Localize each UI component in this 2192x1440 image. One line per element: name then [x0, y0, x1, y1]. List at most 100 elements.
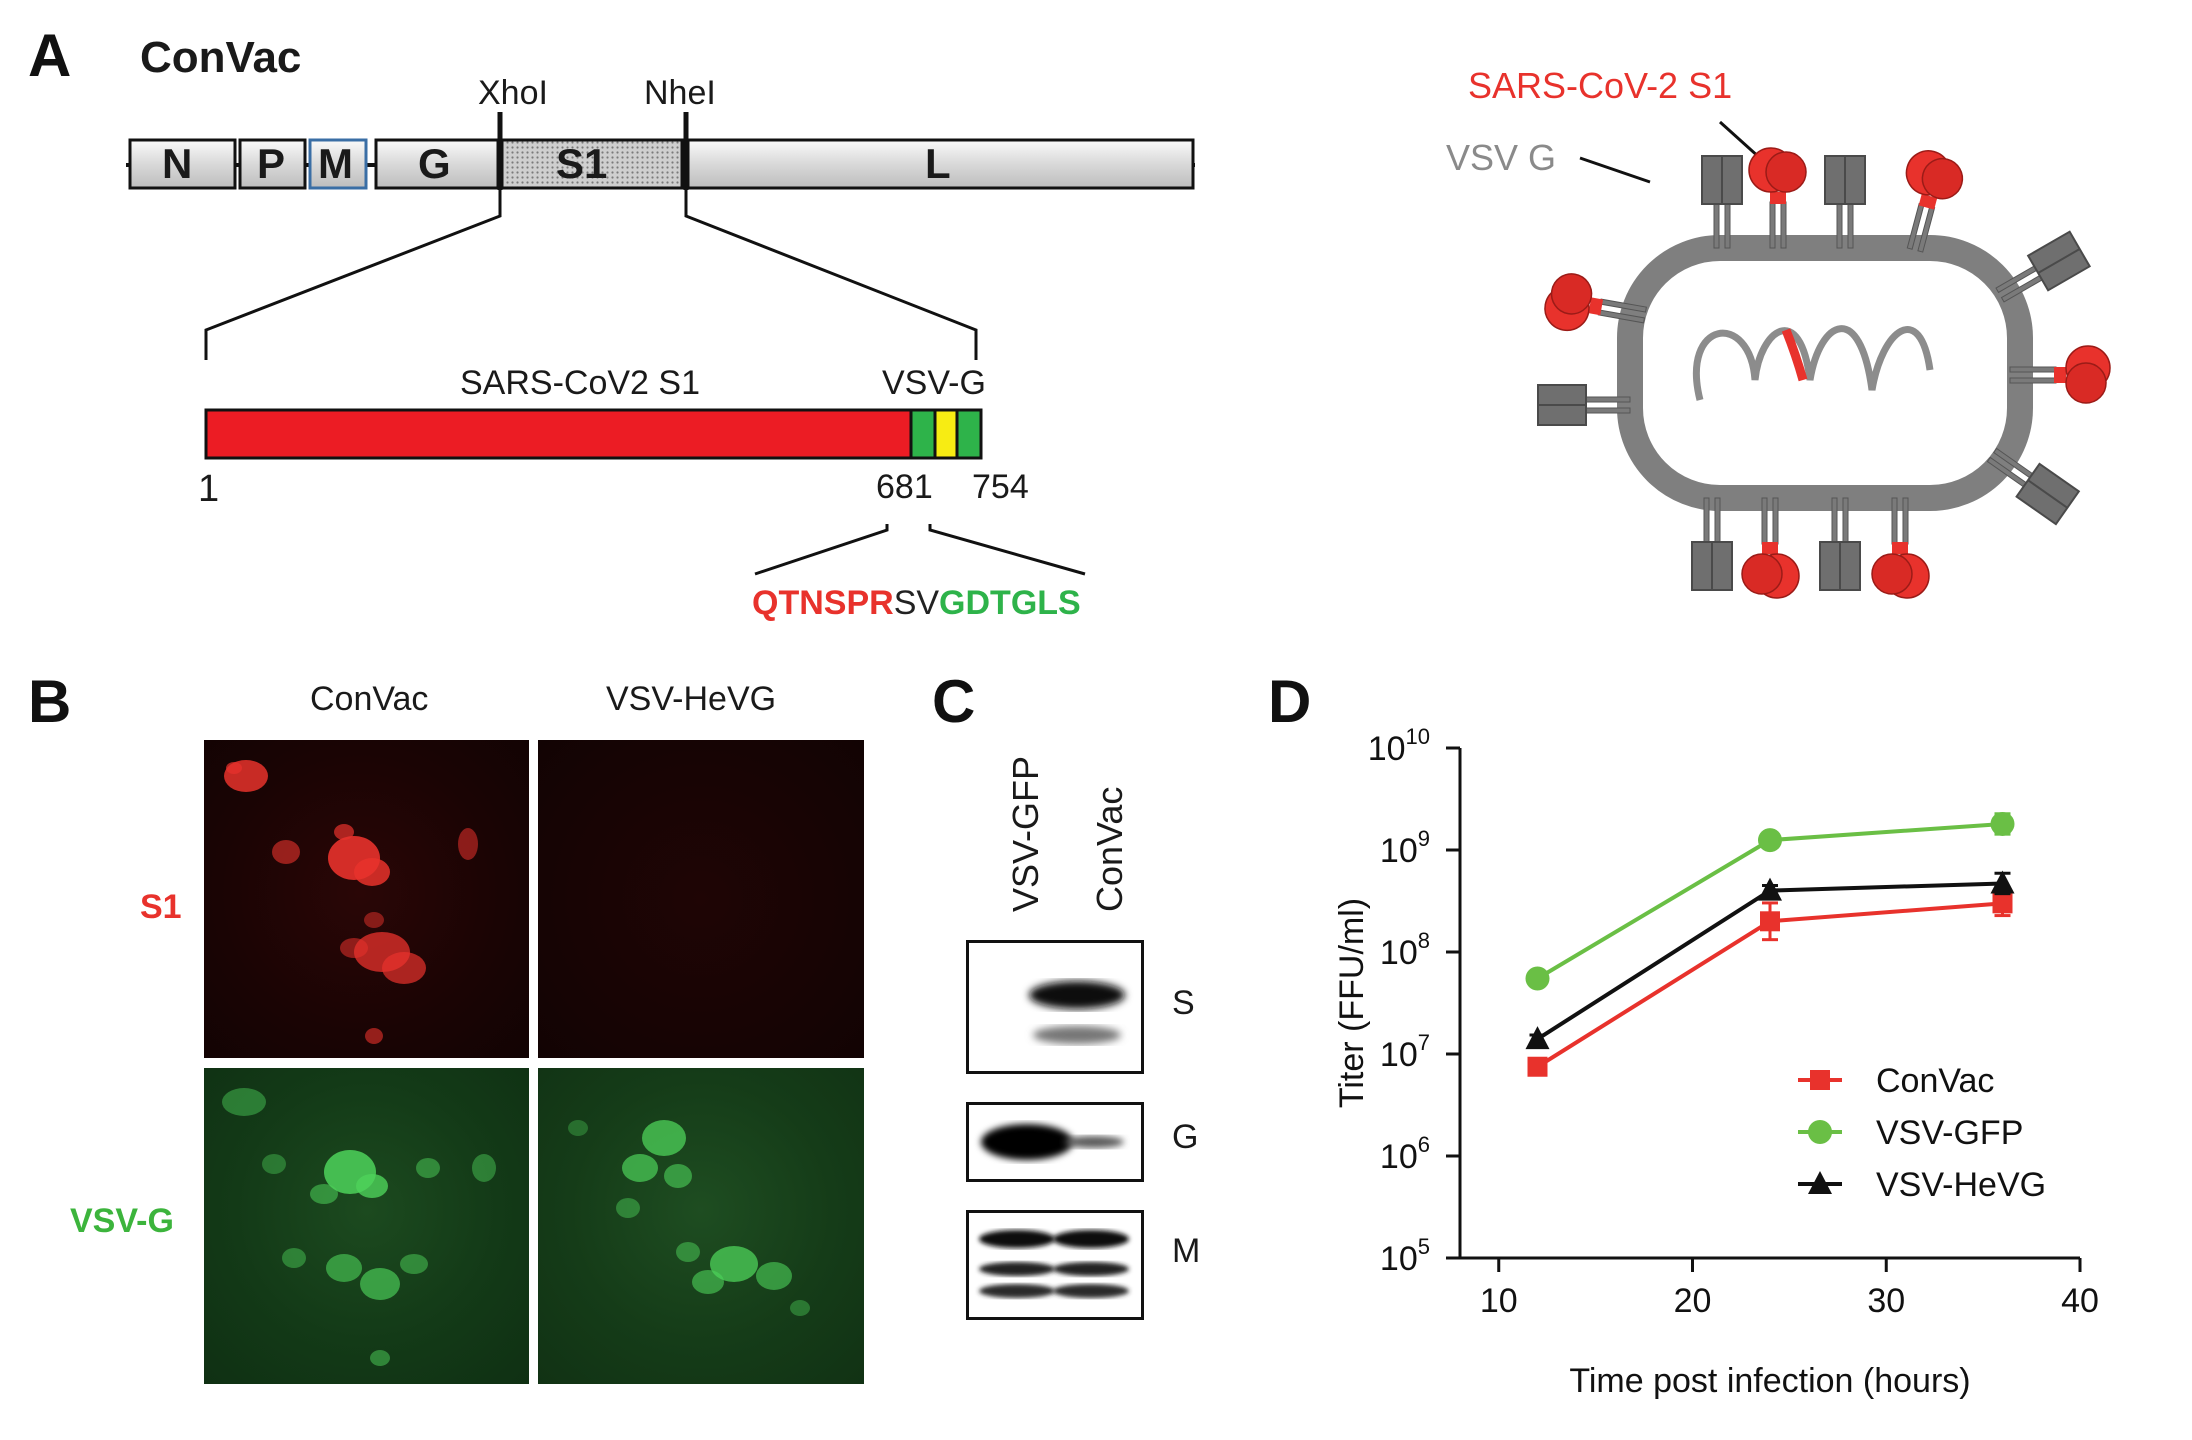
row-label-vsvg: VSV-G	[70, 1202, 174, 1240]
legend-label: VSV-GFP	[1876, 1114, 2023, 1152]
spike-s1	[1905, 150, 1964, 253]
position-junction: 681	[876, 468, 933, 506]
gene-p-label: P	[257, 140, 286, 187]
sequence-s1-part: QTNSPR	[752, 584, 894, 622]
gene-l-label: L	[925, 140, 951, 187]
lane-label-vsv-gfp: VSV-GFP	[1005, 755, 1046, 912]
x-tick-label: 40	[2061, 1282, 2099, 1320]
restriction-site-xhoi: XhoI	[478, 74, 548, 112]
spike-vsvg	[1537, 384, 1631, 426]
spike-vsvg	[1819, 497, 1861, 591]
blot-s-bands	[1029, 981, 1125, 1044]
data-point-square	[1810, 1070, 1830, 1090]
data-point-circle	[1525, 966, 1550, 991]
lane-label-convac: ConVac	[1089, 786, 1130, 912]
virion-diagram	[1537, 120, 2111, 599]
gene-m-label: M	[318, 140, 353, 187]
series-vsv-hevg	[1525, 870, 2015, 1050]
gene-s1-box	[500, 138, 684, 190]
virion-rnp-coil	[1692, 325, 1934, 401]
micrograph-vsvg-vsv-hevg	[538, 1068, 864, 1384]
data-point-square	[1992, 893, 2013, 914]
data-point-square	[1760, 911, 1780, 932]
spike-vsvg	[1995, 230, 2092, 303]
gene-l-box	[686, 138, 1195, 190]
position-end: 754	[972, 468, 1029, 506]
s1-insert-bar	[204, 408, 913, 460]
gene-s1-label: S1	[556, 140, 608, 187]
band-label-m: M	[1172, 1232, 1201, 1270]
spike-vsvg	[1986, 447, 2081, 526]
series-convac	[1527, 889, 2013, 1077]
position-start: 1	[198, 468, 220, 510]
construct-title: ConVac	[140, 33, 302, 82]
data-point-triangle	[1808, 1171, 1832, 1194]
blot-m-bands	[979, 1230, 1129, 1298]
virion-s1-rna-segment	[1781, 328, 1808, 382]
panel-label-d: D	[1268, 668, 1312, 735]
virion-envelope	[1617, 235, 2033, 511]
vsvg-hevg-cells	[568, 1120, 810, 1316]
spike-vsvg	[1691, 497, 1733, 591]
sequence-linker-part: SV	[893, 584, 940, 622]
gene-g-box	[374, 138, 500, 190]
y-tick-label: 105	[1380, 1234, 1430, 1278]
gene-p-box	[238, 138, 307, 190]
virion-g-label: VSV G	[1446, 137, 1557, 178]
band-label-g: G	[1172, 1118, 1199, 1156]
insert-label-vsvg: VSV-G	[882, 364, 986, 402]
spike-s1	[1748, 147, 1807, 249]
spike-vsvg	[1701, 155, 1743, 249]
sequence-vsvg-part: GDTGLS	[939, 584, 1081, 622]
y-tick-label: 106	[1380, 1132, 1430, 1176]
micrograph-s1-convac	[204, 740, 529, 1058]
insert-label-s1: SARS-CoV2 S1	[460, 364, 700, 402]
restriction-site-nhei: NheI	[644, 74, 716, 112]
spike-s1	[1741, 497, 1800, 599]
y-tick-label: 1010	[1368, 724, 1430, 768]
blot-g	[966, 1102, 1144, 1182]
micrograph-vsvg-convac	[204, 1068, 529, 1384]
legend-label: ConVac	[1876, 1062, 1994, 1100]
spike-s1	[1871, 497, 1930, 599]
legend-item-vsv-hevg: VSV-HeVG	[1798, 1166, 2046, 1204]
gene-n-label: N	[162, 140, 193, 187]
micrograph-s1-vsv-hevg	[538, 740, 864, 1058]
row-label-s1: S1	[140, 888, 182, 926]
legend-item-convac: ConVac	[1798, 1062, 1994, 1100]
spike-vsvg	[1824, 155, 1866, 249]
legend-item-vsv-gfp: VSV-GFP	[1798, 1114, 2023, 1152]
virion-s1-label: SARS-CoV-2 S1	[1468, 65, 1733, 106]
data-point-triangle	[1758, 877, 1782, 901]
y-tick-label: 107	[1380, 1030, 1430, 1074]
spike-s1	[2009, 345, 2111, 404]
spike-s1	[1544, 273, 1647, 332]
panel-label-a: A	[28, 22, 72, 89]
chart-series	[1525, 811, 2015, 1077]
x-tick-label: 30	[1867, 1282, 1905, 1320]
s1-convac-cells	[224, 760, 478, 1044]
data-point-circle	[1990, 811, 2015, 836]
y-tick-label: 109	[1380, 826, 1430, 870]
vsvg-tail-green-1	[909, 408, 937, 460]
data-point-triangle	[1990, 870, 2015, 894]
junction-sequence: QTNSPRSVGDTGLS	[752, 586, 1081, 620]
col-label-vsv-hevg: VSV-HeVG	[606, 680, 777, 718]
blot-s	[966, 940, 1144, 1074]
vsvg-tail-yellow	[933, 408, 959, 460]
virion-spikes	[1537, 147, 2111, 599]
legend-label: VSV-HeVG	[1876, 1166, 2046, 1204]
data-point-square	[1527, 1056, 1548, 1077]
x-axis-label: Time post infection (hours)	[1569, 1362, 1970, 1400]
x-tick-label: 20	[1674, 1282, 1712, 1320]
gene-m-box	[308, 138, 368, 190]
blot-g-bands	[981, 1124, 1124, 1160]
x-tick-label: 10	[1480, 1282, 1518, 1320]
y-tick-label: 108	[1380, 928, 1430, 972]
vsvg-tail-green-2	[955, 408, 983, 460]
y-axis-label: Titer (FFU/ml)	[1333, 898, 1371, 1108]
panel-label-b: B	[28, 668, 72, 735]
